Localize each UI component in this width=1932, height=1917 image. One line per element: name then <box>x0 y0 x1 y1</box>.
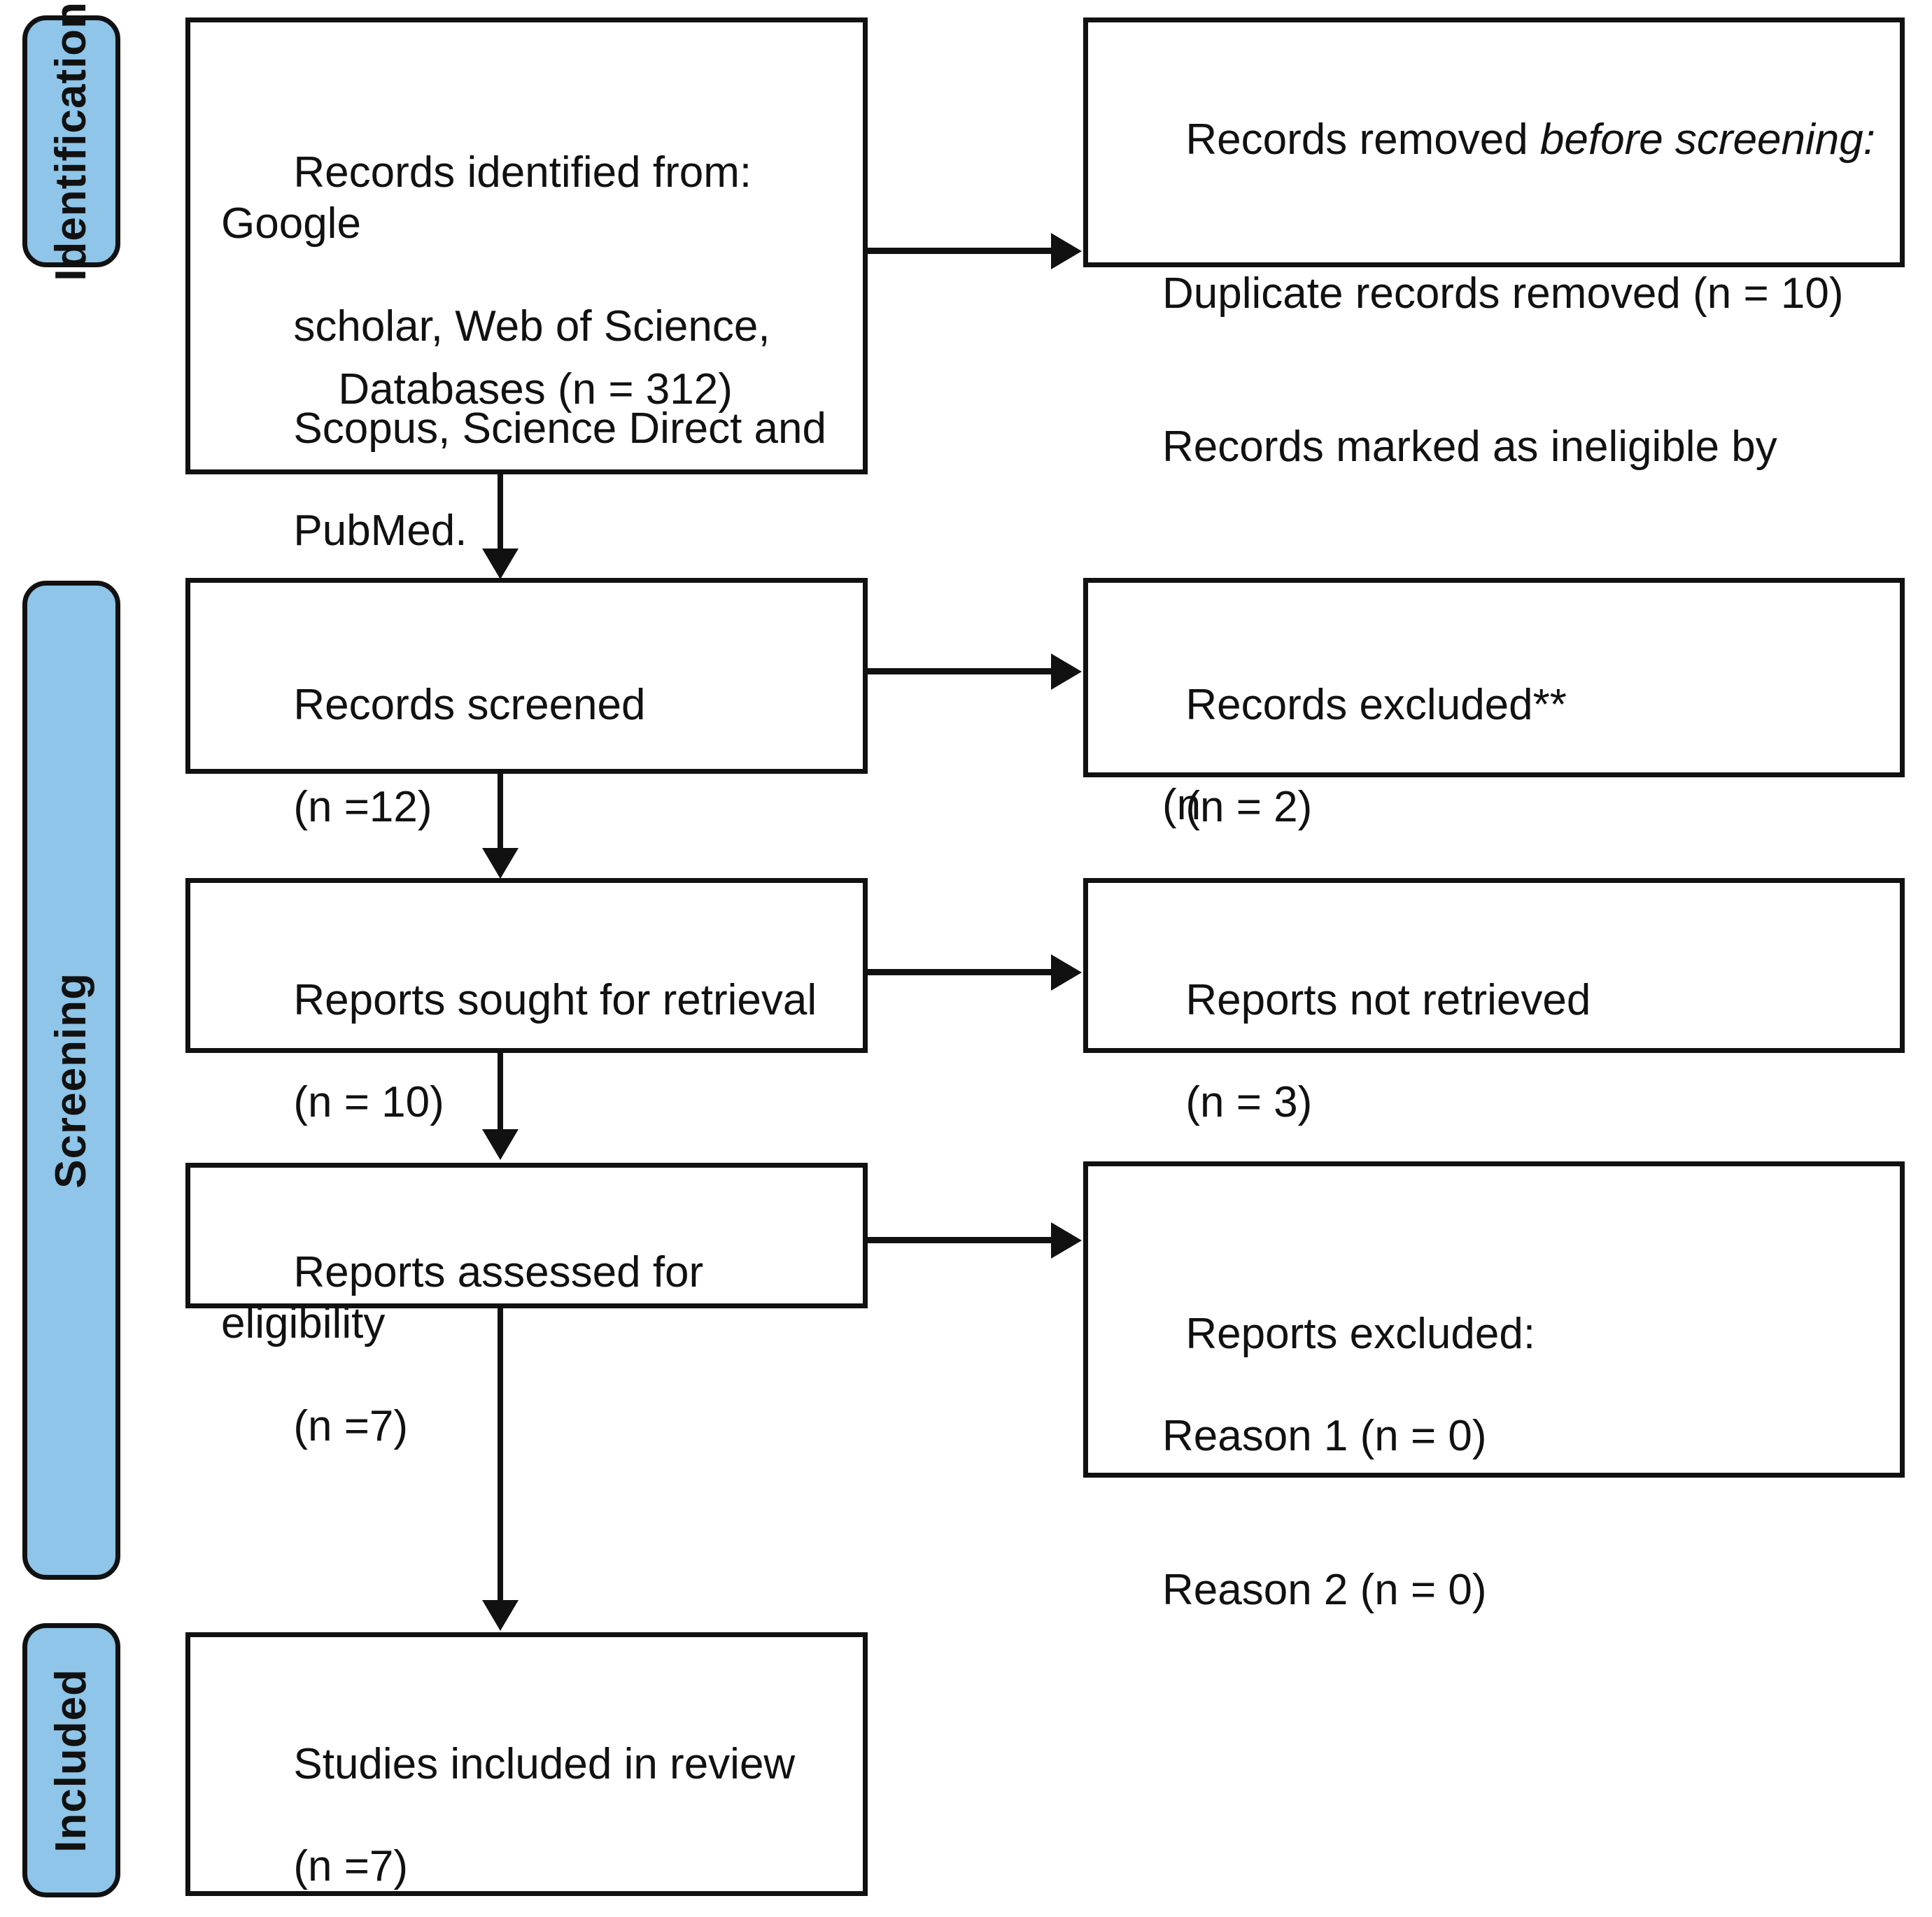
records-screened-text: Records screened (n =12) <box>221 628 850 884</box>
reports-not-retrieved-line2: (n = 3) <box>1185 1078 1313 1127</box>
records-identified-databases: Databases (n = 312) <box>266 313 850 466</box>
box-reports-not-retrieved: Reports not retrieved (n = 3) <box>1083 878 1905 1126</box>
records-identified-line4: PubMed. <box>293 507 467 556</box>
reports-excluded-line1: Reports excluded: <box>1185 1310 1536 1359</box>
stage-bar-included: Included <box>22 1623 120 1897</box>
connector-identified-to-screened-line <box>498 474 503 551</box>
reports-assessed-line2: (n =7) <box>293 1401 409 1450</box>
records-removed-item2: Records marked as ineligible by <box>1162 423 1777 472</box>
connector-assessed-to-included-arrow <box>482 1600 519 1631</box>
box-records-excluded: Records excluded** (n = 2) <box>1083 578 1905 831</box>
box-studies-included: Studies included in review (n =7) Report… <box>185 1632 868 1896</box>
reports-not-retrieved-text: Reports not retrieved (n = 3) <box>1113 924 1887 1180</box>
connector-identified-to-removed-arrow <box>1051 233 1082 269</box>
records-screened-line2: (n =12) <box>293 783 432 832</box>
connector-screened-to-excluded-line <box>868 668 1053 674</box>
connector-screened-to-excluded-arrow <box>1051 653 1082 690</box>
records-removed-heading-italic: before screening: <box>1539 115 1875 164</box>
reports-assessed-text: Reports assessed for eligibility (n =7) <box>221 1196 850 1503</box>
stage-bar-screening: Screening <box>22 581 120 1580</box>
connector-sought-to-notretrieved-line <box>868 969 1053 975</box>
records-removed-heading-prefix: Records removed <box>1185 115 1540 164</box>
stage-label-screening: Screening <box>47 972 95 1189</box>
box-records-identified: Records identified from: Google scholar,… <box>185 17 868 555</box>
connector-assessed-to-excluded-arrow <box>1051 1222 1082 1259</box>
studies-included-line1: Studies included in review <box>293 1740 796 1789</box>
box-records-screened: Records screened (n =12) <box>185 578 868 831</box>
connector-sought-to-assessed-arrow <box>482 1129 519 1160</box>
studies-included-line2: (n =7) <box>293 1842 409 1891</box>
stage-label-included: Included <box>47 1668 95 1853</box>
reports-sought-text: Reports sought for retrieval (n = 10) <box>221 924 850 1180</box>
box-reports-assessed: Reports assessed for eligibility (n =7) <box>185 1163 868 1450</box>
records-excluded-line1: Records excluded** <box>1185 681 1567 730</box>
reports-not-retrieved-line1: Reports not retrieved <box>1185 976 1591 1025</box>
connector-screened-to-sought-line <box>498 774 503 851</box>
connector-identified-to-removed-line <box>868 248 1053 254</box>
studies-included-text: Studies included in review (n =7) Report… <box>221 1688 850 1917</box>
records-screened-line1: Records screened <box>293 681 646 730</box>
stage-label-identification: Identification <box>47 1 95 281</box>
connector-assessed-to-excluded-line <box>868 1237 1053 1243</box>
box-reports-excluded: Reports excluded: Reason 1 (n = 0) Reaso… <box>1083 1161 1905 1614</box>
connector-sought-to-notretrieved-arrow <box>1051 954 1082 991</box>
connector-screened-to-sought-arrow <box>482 848 519 879</box>
connector-identified-to-screened-arrow <box>482 549 519 579</box>
records-removed-item1: Duplicate records removed (n = 10) <box>1162 269 1844 318</box>
connector-sought-to-assessed-line <box>498 1053 503 1130</box>
box-reports-sought: Reports sought for retrieval (n = 10) <box>185 878 868 1126</box>
records-identified-line3: Scopus, Science Direct and <box>293 404 826 453</box>
reports-excluded-reason2: Reason 2 (n = 0) <box>1162 1565 1487 1614</box>
reports-assessed-line1: Reports assessed for eligibility <box>221 1248 716 1348</box>
reports-excluded-text: Reports excluded: Reason 1 (n = 0) Reaso… <box>1113 1257 1887 1718</box>
connector-assessed-to-included-line <box>498 1308 503 1602</box>
records-excluded-text: Records excluded** (n = 2) <box>1113 628 1887 884</box>
reports-sought-line1: Reports sought for retrieval <box>293 976 817 1025</box>
records-identified-line5: Databases (n = 312) <box>338 365 733 414</box>
records-identified-line2: scholar, Web of Science, <box>293 302 770 351</box>
reports-excluded-reason1: Reason 1 (n = 0) <box>1162 1412 1487 1461</box>
records-identified-text: Records identified from: Google scholar,… <box>221 96 850 608</box>
box-records-removed: Records removed before screening: Duplic… <box>1083 17 1905 932</box>
reports-sought-line2: (n = 10) <box>293 1078 444 1127</box>
stage-bar-identification: Identification <box>22 1 120 281</box>
records-identified-line1: Records identified from: Google <box>221 148 764 248</box>
records-excluded-line2: (n = 2) <box>1185 783 1313 832</box>
